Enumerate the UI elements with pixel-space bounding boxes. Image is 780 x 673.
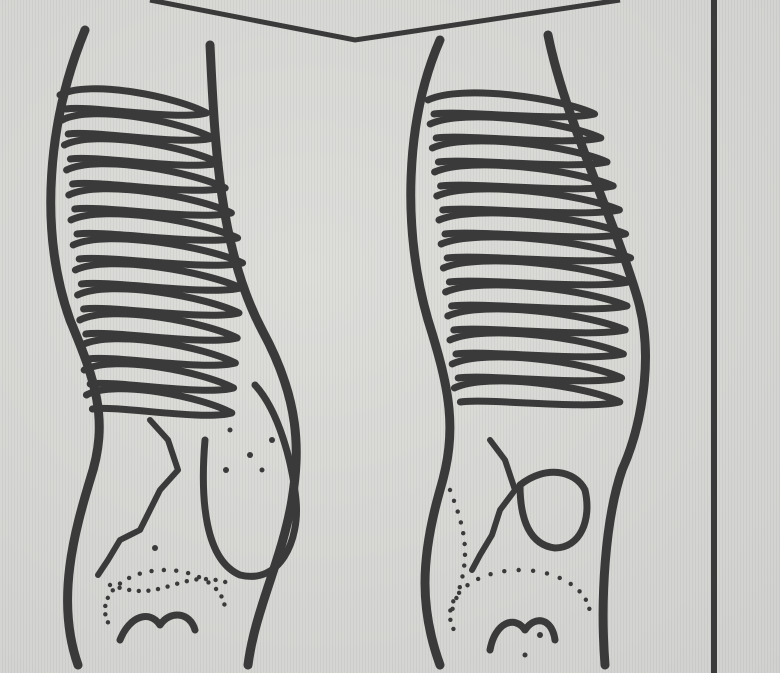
dot [452,499,456,503]
dot [577,589,581,593]
right-ribcage [428,93,631,405]
dot [186,571,190,575]
dot [269,437,275,443]
dot [111,588,115,592]
dot [175,581,179,585]
dot [465,583,469,587]
right-organ [520,472,587,548]
dot [108,583,112,587]
dot [118,581,122,585]
dot [222,602,226,606]
dot [488,572,492,576]
left-spine [98,420,178,575]
dot [457,591,461,595]
dot [223,467,229,473]
rib [452,357,621,381]
dot [558,576,562,580]
dot [106,596,110,600]
rib [428,93,595,117]
dot [456,509,460,513]
dot [165,584,169,588]
dot [117,586,121,590]
dot [106,620,110,624]
dot [459,520,463,524]
right-pelvis [490,621,555,650]
dot [194,577,198,581]
dot [260,468,265,473]
left-pelvis [120,615,195,640]
dot [502,569,506,573]
dot [476,577,480,581]
dot [149,569,153,573]
rib [446,285,627,309]
dot [146,588,150,592]
dot [448,488,452,492]
dot [516,568,520,572]
rib [439,213,626,237]
dot [103,604,107,608]
left-ribcage [60,89,243,416]
dot [545,571,549,575]
dot [463,553,467,557]
right-figure [411,35,646,665]
dot [462,542,466,546]
left-figure [51,30,297,665]
right-spine [472,440,515,570]
dot [185,579,189,583]
dot [460,574,464,578]
rib [454,381,619,405]
dot [454,596,458,600]
dot [213,578,217,582]
dot [462,563,466,567]
dot [531,569,535,573]
dot [204,577,208,581]
dot [584,598,588,602]
dot [587,607,591,611]
dot [451,627,455,631]
dot [162,568,166,572]
dot [174,569,178,573]
dot [228,428,233,433]
dot [448,618,452,622]
dot [219,594,223,598]
dot [138,572,142,576]
left-torso-outline-left [51,30,99,665]
dot [214,587,218,591]
dot [450,607,454,611]
dot [569,582,573,586]
dot [77,512,83,518]
dot [156,587,160,591]
rib [443,261,628,285]
rib [448,309,625,333]
rib [437,189,620,213]
dot [461,531,465,535]
dot [537,632,543,638]
dot [137,589,141,593]
dot [152,545,158,551]
dot [223,580,227,584]
dot [451,599,455,603]
rib [441,237,630,261]
dot [290,463,294,467]
rib [450,333,623,357]
dot [458,585,462,589]
dot [127,576,131,580]
right-torso-outline-left [411,40,450,665]
dot [127,588,131,592]
dot [103,612,107,616]
dot [247,452,253,458]
dot [523,653,528,658]
